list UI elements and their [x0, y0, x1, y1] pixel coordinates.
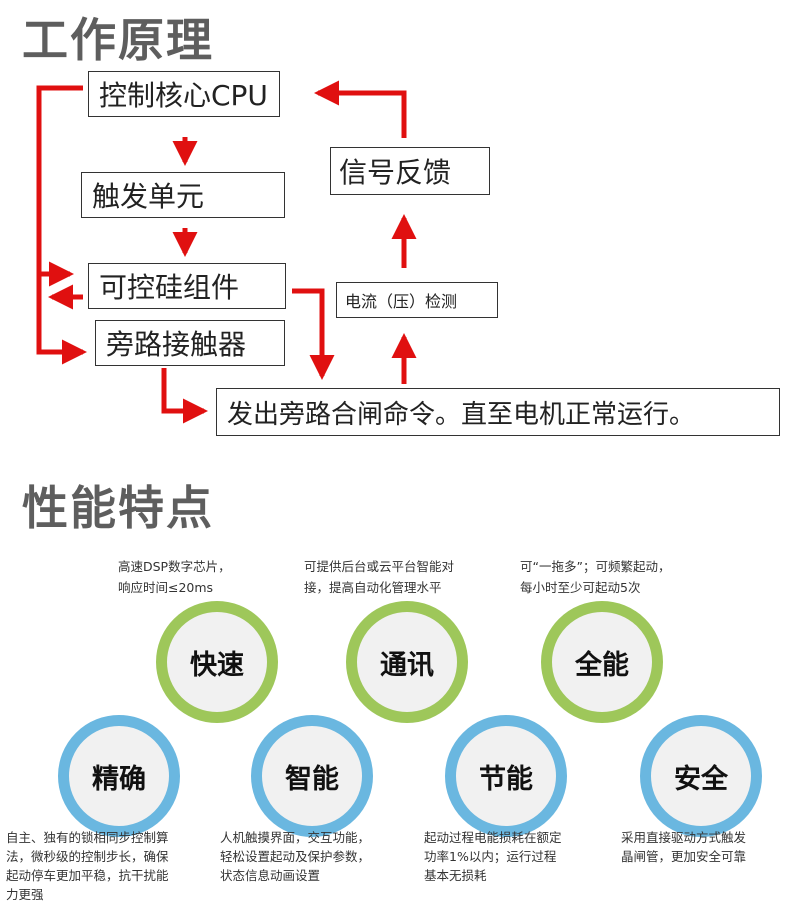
feature-label-comm: 通讯 — [380, 649, 434, 681]
arrow-cpu-left-loop — [36, 85, 88, 365]
feature-desc-safety: 采用直接驱动方式触发晶闸管，更加安全可靠 — [621, 830, 747, 864]
cpu-label: 控制核心CPU — [99, 79, 268, 112]
box-detect: 电流（压）检测 — [336, 282, 498, 318]
box-command: 发出旁路合闸命令。直至电机正常运行。 — [216, 388, 780, 436]
box-bypass: 旁路接触器 — [95, 320, 285, 366]
feature-label-energy: 节能 — [479, 763, 533, 795]
feature-circle-comm: 通讯 — [346, 601, 468, 723]
arrow-feedback-to-cpu — [313, 80, 407, 138]
feature-label-versatile: 全能 — [575, 649, 629, 681]
trigger-label: 触发单元 — [92, 180, 205, 213]
feature-desc-smart: 人机触摸界面，交互功能，轻松设置起动及保护参数，状态信息动画设置 — [220, 830, 371, 883]
feature-circle-energy: 节能 — [445, 715, 567, 837]
feature-label-fast: 快速 — [190, 649, 244, 681]
principle-heading: 工作原理 — [22, 13, 214, 67]
feature-circle-fast: 快速 — [156, 601, 278, 723]
box-trigger: 触发单元 — [81, 172, 285, 218]
feature-desc-energy: 起动过程电能损耗在额定功率1%以内；运行过程基本无损耗 — [424, 830, 562, 883]
scr-label: 可控硅组件 — [99, 271, 240, 304]
feature-desc-comm: 可提供后台或云平台智能对接，提高自动化管理水平 — [304, 559, 455, 595]
features-heading: 性能特点 — [22, 481, 214, 535]
box-cpu: 控制核心CPU — [88, 71, 280, 117]
command-label: 发出旁路合闸命令。直至电机正常运行。 — [227, 399, 696, 430]
feature-circle-safety: 安全 — [640, 715, 762, 837]
feature-label-precise: 精确 — [92, 763, 146, 795]
feature-desc-versatile: 可“一拖多”；可频繁起动，每小时至少可起动5次 — [520, 559, 671, 595]
box-feedback: 信号反馈 — [330, 147, 490, 195]
feature-desc-fast: 高速DSP数字芯片，响应时间≤20ms — [118, 559, 231, 595]
arrow-scr-to-command — [292, 288, 335, 381]
feature-label-safety: 安全 — [674, 763, 728, 795]
feature-circle-precise: 精确 — [58, 715, 180, 837]
detect-label: 电流（压）检测 — [345, 292, 458, 311]
arrow-bypass-to-command — [161, 368, 209, 424]
feedback-label: 信号反馈 — [339, 156, 452, 189]
feature-circle-versatile: 全能 — [541, 601, 663, 723]
feature-circle-smart: 智能 — [251, 715, 373, 837]
feature-desc-precise: 自主、独有的锁相同步控制算法，微秒级的控制步长，确保起动停车更加平稳，抗干扰能力… — [6, 830, 169, 902]
feature-label-smart: 智能 — [285, 763, 339, 795]
bypass-label: 旁路接触器 — [106, 328, 247, 361]
box-scr: 可控硅组件 — [88, 263, 286, 309]
